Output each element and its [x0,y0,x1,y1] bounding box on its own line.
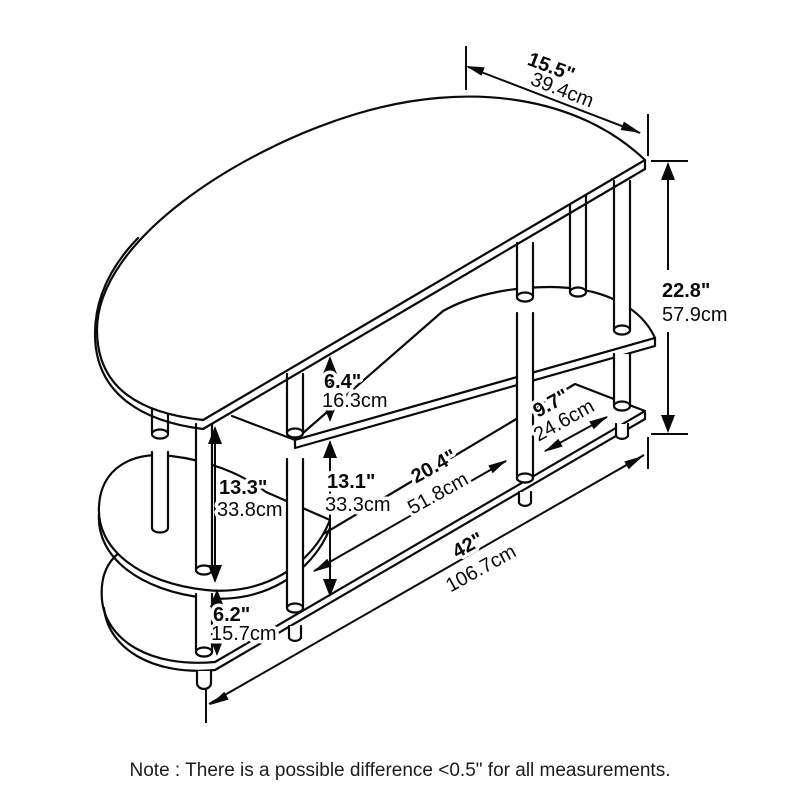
arrowhead-icon [208,426,222,444]
top-panel-face [95,95,647,422]
dim-overall-line [208,454,645,705]
foot-center-right [517,490,533,507]
dimension-height: 22.8" 57.9cm [651,160,731,435]
arrowhead-icon [323,404,337,422]
leg-back-left-lower [150,450,170,534]
foot-front-left [195,669,213,691]
dim-top-gap-inches: 6.4" [324,371,361,393]
arrowhead-icon [323,440,337,458]
leg-back-left-joint [150,428,170,440]
arrowhead-icon [661,415,675,433]
dim-depth-line [467,66,641,134]
arrowhead-icon [210,589,224,607]
arrowhead-icon [313,558,332,572]
arrowhead-icon [210,691,229,705]
leg-center-left-joint2 [285,602,305,614]
leg-center-right-lower [515,311,535,484]
leg-right-end-upper [612,179,632,336]
dim-left-gap-inches: 13.3" [219,477,267,499]
middle-shelf-left-edge [230,414,297,442]
leg-right-end-joint2 [612,400,632,412]
dim-top-gap-cm: 16.3cm [322,390,388,412]
tv-stand-line-drawing [93,95,657,691]
arrowhead-icon [488,460,507,474]
dim-height-cm: 57.9cm [662,304,728,326]
leg-front-left-joint2 [194,646,214,658]
middle-shelf-front-face [293,336,657,450]
dimension-left-shelf-gap: 13.3" 33.8cm [208,426,286,583]
dim-bottom-left-cm: 15.7cm [211,623,277,645]
leg-right-end-joint1 [612,324,632,336]
dim-left-gap-cm: 33.8cm [217,499,283,521]
dimension-top-shelf-gap: 6.4" 16.3cm [319,356,391,422]
dim-center-gap-inches: 13.1" [327,471,375,493]
arrowhead-icon [544,438,563,452]
dim-center-gap-cm: 33.3cm [325,494,391,516]
leg-center-left-lower [285,457,305,614]
leg-center-right-joint2 [515,472,535,484]
dim-bottom-left-inches: 6.2" [213,604,250,626]
leg-center-right-joint1 [515,291,535,303]
top-panel [93,95,647,431]
foot-center-left [287,624,303,642]
dimension-center-shelf-gap: 13.1" 33.3cm [322,440,394,597]
dimension-bottom-left-gap: 6.2" 15.7cm [208,589,280,656]
leg-back-right-joint [568,286,588,298]
arrowhead-icon [624,456,643,470]
arrowhead-icon [210,638,224,656]
middle-shelf [230,285,657,450]
arrowhead-icon [620,121,641,133]
arrowhead-icon [323,579,337,597]
top-panel-lower-edge [93,167,647,431]
middle-shelf-top-face [293,285,657,442]
leg-center-left-joint1 [285,427,305,439]
arrowhead-icon [466,66,485,76]
arrowhead-icon [208,565,222,583]
dim-height-inches: 22.8" [662,280,710,302]
leg-front-left-upper [194,422,214,576]
arrowhead-icon [661,162,675,180]
bottom-shelf-front-lower-edge [102,417,647,672]
dim-center-width-line [313,460,507,572]
arrowhead-icon [323,356,337,374]
measurement-note: Note : There is a possible difference <0… [130,760,671,781]
foot-right-end [614,422,630,440]
arrowhead-icon [589,416,608,430]
